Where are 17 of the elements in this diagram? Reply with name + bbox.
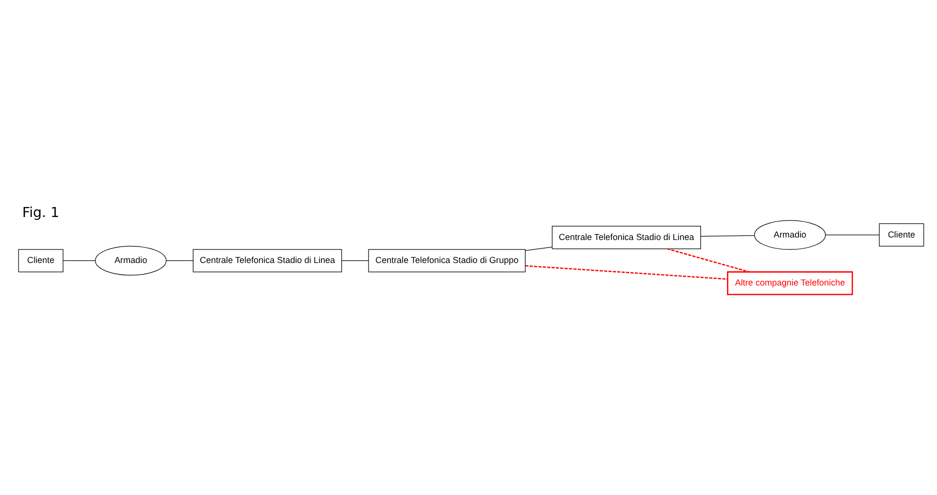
connector <box>525 246 552 251</box>
node-box: Altre compagnie Telefoniche <box>727 271 853 296</box>
node-box: Cliente <box>18 249 64 272</box>
connector <box>342 260 369 261</box>
node-box: Centrale Telefonica Stadio di Linea <box>192 249 342 272</box>
node-ellipse: Armadio <box>94 246 167 276</box>
connector <box>667 248 750 272</box>
node-ellipse: Armadio <box>754 220 826 250</box>
node-box: Cliente <box>878 223 924 247</box>
label: Fig. 1 <box>22 205 60 222</box>
connector <box>825 234 880 236</box>
node-box: Centrale Telefonica Stadio di Gruppo <box>368 249 526 272</box>
node-box: Centrale Telefonica Stadio di Linea <box>552 226 701 250</box>
connector <box>700 235 755 237</box>
connector <box>525 265 728 280</box>
connector <box>62 260 96 261</box>
connector <box>166 260 194 261</box>
